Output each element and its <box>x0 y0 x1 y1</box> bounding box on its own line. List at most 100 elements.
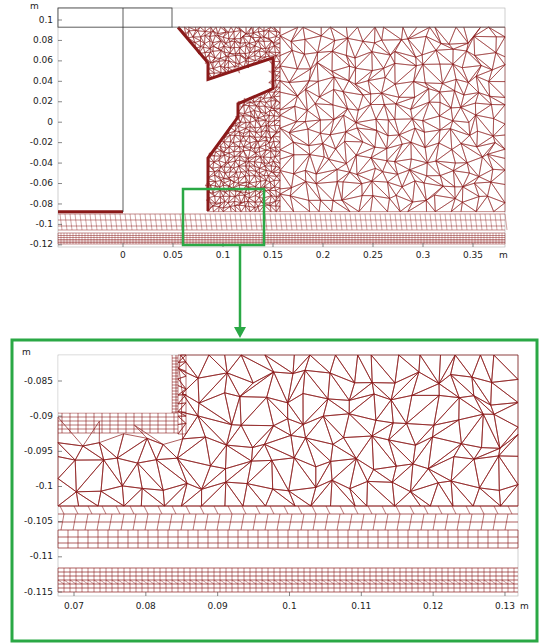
mesh-layer-line <box>58 220 505 221</box>
axis-tick-label: m <box>30 1 39 12</box>
mesh-layer-line <box>172 355 173 413</box>
mesh-layer-line <box>58 588 518 589</box>
mesh-layer-line <box>58 506 518 507</box>
top-mesh <box>58 8 507 244</box>
axis-tick-label: 0.06 <box>33 55 53 66</box>
mesh-layer-line <box>172 388 178 389</box>
axis-tick-label: 0.02 <box>33 96 53 107</box>
axis-tick-label: 0.3 <box>416 250 430 261</box>
mesh-layer-line <box>58 584 518 585</box>
mesh-layer-line <box>58 230 505 231</box>
axis-tick-label: 0.1 <box>216 250 230 261</box>
axis-tick-label: 0.1 <box>282 601 296 612</box>
zoom-arrow <box>239 246 242 328</box>
axis-tick-label: -0.12 <box>30 239 53 250</box>
zoom-plot-frame <box>58 355 518 596</box>
mesh-elements <box>280 27 505 211</box>
mesh-elements <box>179 27 280 211</box>
axis-tick-label: 0 <box>47 117 53 128</box>
mesh-layer-line <box>58 522 518 523</box>
top-plot-frame <box>58 8 505 247</box>
zoom-arrowhead <box>234 327 246 338</box>
axis-tick-label: 0.15 <box>263 250 283 261</box>
tick-marks <box>58 20 505 596</box>
mesh-layer-line <box>172 376 178 377</box>
axis-tick-label: -0.1 <box>35 481 53 492</box>
mesh-layer-edges <box>62 413 174 433</box>
mesh-layer-line <box>172 397 178 398</box>
axis-tick-label: 0.2 <box>316 250 330 261</box>
axis-tick-label: 0.04 <box>33 76 53 87</box>
mesh-layer-edges <box>58 233 505 244</box>
axis-tick-label: 0.12 <box>423 601 443 612</box>
axis-tick-label: 0.08 <box>33 35 53 46</box>
mesh-layer-edges <box>61 514 508 530</box>
axis-tick-label: m <box>22 347 31 358</box>
axis-tick-label: 0 <box>120 250 126 261</box>
axis-tick-label: 0.05 <box>163 250 183 261</box>
axis-tick-label: -0.09 <box>30 411 53 422</box>
mesh-layer-line <box>172 382 178 383</box>
mesh-layer-line <box>176 355 177 413</box>
mesh-layer-line <box>58 235 505 236</box>
axis-tick-label: 0.09 <box>208 601 228 612</box>
axis-tick-label: -0.105 <box>24 516 53 527</box>
mesh-layer-line <box>58 592 518 593</box>
boundary-layer <box>178 27 273 211</box>
mesh-layer-line <box>172 379 178 380</box>
axis-tick-label: -0.085 <box>24 376 53 387</box>
mesh-layer-line <box>172 361 178 362</box>
axis-tick-label: -0.02 <box>30 137 53 148</box>
axis-tick-label: -0.06 <box>30 178 53 189</box>
mesh-layer-line <box>58 237 505 238</box>
mesh-layer-line <box>172 373 178 374</box>
domain-edge <box>172 27 505 28</box>
mesh-layer-line <box>172 385 178 386</box>
mesh-layer-line <box>172 400 178 401</box>
mesh-layer-edges <box>58 568 514 592</box>
mesh-layer-line <box>58 580 518 581</box>
axis-tick-label: -0.1 <box>35 219 53 230</box>
mesh-layer-line <box>58 568 518 569</box>
mesh-layer-line <box>172 406 178 407</box>
axis-tick-label: -0.095 <box>24 446 53 457</box>
axis-tick-label: 0.11 <box>351 601 371 612</box>
mesh-layer-line <box>58 210 123 213</box>
axis-tick-label: 0.35 <box>463 250 483 261</box>
axis-tick-label: m <box>499 250 508 261</box>
mesh-layer-line <box>172 412 178 413</box>
axis-tick-label: 0.07 <box>64 601 84 612</box>
axis-tick-label: 0.1 <box>39 15 53 26</box>
mesh-layer-line <box>172 358 178 359</box>
mesh-layer-edges <box>58 580 514 584</box>
mesh-layer-line <box>172 370 178 371</box>
axis-tick-label: -0.115 <box>24 587 53 598</box>
mesh-layer-line <box>58 242 505 243</box>
mesh-layer-line <box>172 364 178 365</box>
geometry-body <box>59 356 172 413</box>
zoom-box <box>183 189 264 245</box>
mesh-layer-line <box>172 403 178 404</box>
axis-tick-label: 0.25 <box>363 250 383 261</box>
symmetry-axis <box>123 8 124 212</box>
mesh-layer-edges <box>58 530 518 548</box>
mesh-layer-line <box>172 391 178 392</box>
axis-tick-label: m <box>520 601 529 612</box>
mesh-elements <box>58 355 518 506</box>
mesh-layer-edges <box>60 214 507 230</box>
axis-tick-label: -0.04 <box>30 158 53 169</box>
mesh-layer-edges <box>60 506 512 514</box>
axis-ticks <box>58 20 505 596</box>
mesh-layer-line <box>58 572 518 573</box>
zoom-mesh <box>58 355 518 592</box>
zoom-frame <box>12 340 537 641</box>
geometry-box <box>58 8 172 27</box>
mesh-elements <box>178 355 186 434</box>
mesh-layer-line <box>172 367 178 368</box>
axis-tick-label: 0.13 <box>495 601 515 612</box>
mesh-layer-line <box>172 409 178 410</box>
mesh-layer-line <box>58 244 505 245</box>
mesh-layer-line <box>58 233 505 234</box>
axis-tick-label: 0.08 <box>136 601 156 612</box>
